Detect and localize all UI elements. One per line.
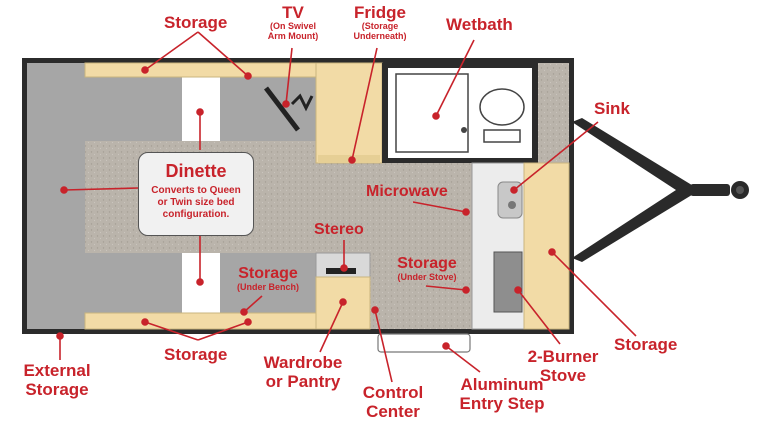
top-cushion-left <box>85 77 182 141</box>
label-storage-bench-sub: (Under Bench) <box>236 282 299 292</box>
label-tv: TV (On Swivel Arm Mount) <box>262 4 324 42</box>
label-tv-title: TV <box>282 3 304 22</box>
label-sink: Sink <box>594 99 630 118</box>
label-storage-top: Storage <box>164 13 228 32</box>
label-storage-stove: Storage (Under Stove) <box>390 255 464 283</box>
trailer-hitch <box>572 118 749 262</box>
stove-top <box>493 251 523 313</box>
external-storage-area <box>27 63 85 329</box>
label-dinette-desc: Converts to Queen or Twin size bed confi… <box>151 185 241 220</box>
label-wardrobe-line2: or Pantry <box>265 372 341 391</box>
label-stereo: Stereo <box>314 221 364 238</box>
label-wetbath: Wetbath <box>446 15 513 34</box>
label-wardrobe: Wardrobe or Pantry <box>256 354 350 390</box>
shower-drain <box>461 127 467 133</box>
label-external-storage-line1: External <box>23 361 91 380</box>
tv-mount <box>264 86 314 132</box>
toilet-tank <box>483 129 521 143</box>
bottom-cushion-left <box>85 253 182 313</box>
label-wardrobe-line1: Wardrobe <box>263 353 343 372</box>
fridge <box>315 62 383 164</box>
top-storage-strip <box>84 62 317 78</box>
label-external-storage: External Storage <box>16 362 98 398</box>
label-control-center-line2: Center <box>366 402 420 421</box>
bottom-storage-strip <box>84 312 317 330</box>
entry-step <box>377 333 471 353</box>
label-tv-sub: (On Swivel Arm Mount) <box>267 21 319 42</box>
label-dinette-title: Dinette <box>165 161 227 181</box>
label-external-storage-line2: Storage <box>25 380 89 399</box>
label-control-center-line1: Control <box>362 383 424 402</box>
label-storage-bottom: Storage <box>164 345 228 364</box>
sink-drain <box>508 201 516 209</box>
label-microwave: Microwave <box>366 183 448 200</box>
bottom-cushion-right <box>220 253 316 313</box>
toilet <box>479 88 525 126</box>
label-entry-step-line2: Entry Step <box>459 394 545 413</box>
label-fridge-title: Fridge <box>354 3 406 22</box>
label-storage-right: Storage <box>614 335 678 354</box>
label-storage-bench-title: Storage <box>238 265 298 282</box>
stereo-unit <box>326 268 356 274</box>
label-stove-line2: Stove <box>539 366 587 385</box>
right-storage <box>523 162 570 330</box>
label-fridge-sub: (Storage Underneath) <box>353 21 407 42</box>
label-entry-step-line1: Aluminum <box>460 375 544 394</box>
label-stove: 2-Burner Stove <box>520 348 606 384</box>
label-stove-line1: 2-Burner <box>527 347 599 366</box>
label-storage-bench: Storage (Under Bench) <box>232 265 304 293</box>
label-control-center: Control Center <box>356 384 430 420</box>
label-storage-stove-sub: (Under Stove) <box>397 272 457 282</box>
shower-pan <box>395 73 469 153</box>
dinette-callout: Dinette Converts to Queen or Twin size b… <box>138 152 254 236</box>
label-storage-stove-title: Storage <box>397 255 457 272</box>
label-fridge: Fridge (Storage Underneath) <box>346 4 414 42</box>
label-entry-step: Aluminum Entry Step <box>450 376 554 412</box>
pointer-lines <box>56 31 637 383</box>
